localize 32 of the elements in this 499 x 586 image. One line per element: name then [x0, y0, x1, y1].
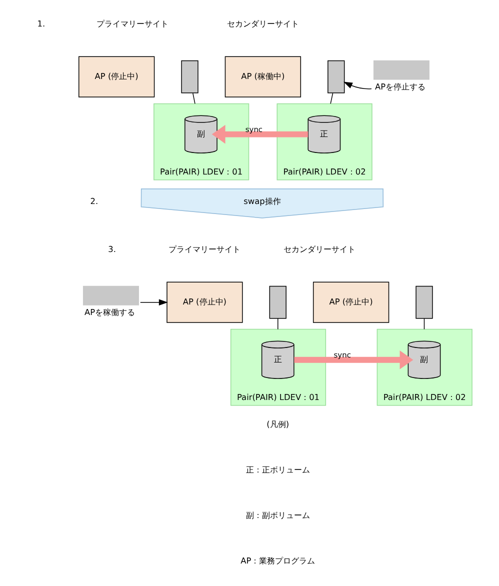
- node-box: [328, 60, 345, 94]
- label: 副：副ボリューム: [246, 510, 310, 520]
- node-box: [82, 286, 139, 306]
- label: プライマリーサイト: [96, 18, 168, 29]
- edge-label: sync: [334, 350, 351, 360]
- label: プライマリーサイト: [168, 244, 241, 254]
- node-box: [269, 286, 286, 319]
- arrow: [140, 299, 168, 306]
- node-box: AP (停止中): [78, 56, 155, 98]
- label: セカンダリーサイト: [226, 18, 299, 29]
- node-label: APを停止する: [374, 81, 426, 92]
- node-box: AP (停止中): [166, 282, 243, 323]
- label: AP：業務プログラム: [240, 556, 316, 566]
- node-box: [416, 286, 433, 319]
- arrow: [343, 82, 372, 90]
- edge-label: sync: [245, 125, 263, 134]
- node-box: [373, 60, 430, 80]
- arrow: [212, 124, 308, 144]
- node-box: AP (停止中): [312, 282, 390, 323]
- connector: [192, 92, 196, 104]
- node-box: AP (稼働中): [224, 56, 302, 98]
- label: 正：正ボリューム: [246, 464, 310, 474]
- label: 2.: [90, 196, 98, 206]
- connector: [424, 318, 425, 330]
- label: (凡例): [266, 418, 290, 429]
- label: セカンダリーサイト: [284, 244, 356, 254]
- label: 1.: [37, 18, 46, 29]
- node-box: [181, 60, 198, 94]
- node-label: APを稼働する: [84, 306, 136, 317]
- arrow: [294, 350, 414, 370]
- label: 3.: [108, 244, 116, 254]
- connector: [330, 92, 334, 104]
